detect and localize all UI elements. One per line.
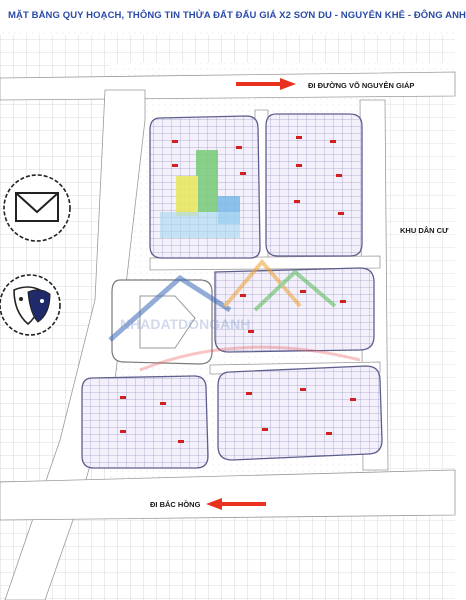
site-plan-map [0,30,456,600]
direction-bottom-label: ĐI BẮC HỒNG [150,500,201,509]
watermark-text: NHADATDONGANH [120,316,251,332]
price-marks [120,136,356,443]
theater-mask-icon [0,274,61,336]
map-page: MẶT BẰNG QUY HOẠCH, THÔNG TIN THỬA ĐẤT Đ… [0,10,466,600]
residential-area-label: KHU DÂN CƯ [400,226,449,235]
arrow-right-icon [236,78,296,90]
house-logo-icon [108,258,361,372]
arrow-left-icon [206,498,266,510]
page-title: MẶT BẰNG QUY HOẠCH, THÔNG TIN THỬA ĐẤT Đ… [8,10,466,21]
park-area [111,279,213,365]
highlighted-lots [160,150,240,238]
mail-envelope-icon [3,174,71,242]
direction-top-label: ĐI ĐƯỜNG VÕ NGUYÊN GIÁP [308,81,415,90]
